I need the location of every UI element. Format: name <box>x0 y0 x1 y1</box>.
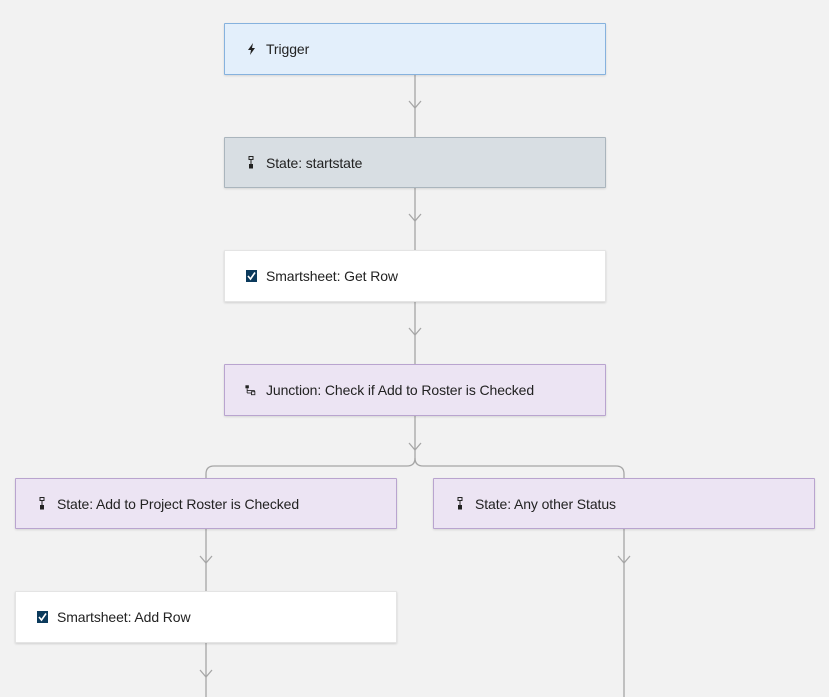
arrow-head-icon <box>617 555 631 564</box>
state-node-any-other-status[interactable]: State: Any other Status <box>433 478 815 529</box>
state-node-roster-checked[interactable]: State: Add to Project Roster is Checked <box>15 478 397 529</box>
state-node-label: State: Add to Project Roster is Checked <box>57 495 300 512</box>
state-node-startstate[interactable]: State: startstate <box>224 137 606 188</box>
action-node-label: Smartsheet: Add Row <box>57 609 191 625</box>
smartsheet-icon <box>245 269 257 283</box>
action-node-get-row[interactable]: Smartsheet: Get Row <box>224 250 606 302</box>
arrow-head-icon <box>199 555 213 564</box>
lightning-icon <box>245 42 257 56</box>
connector-branch-right <box>414 457 625 478</box>
junction-icon <box>245 383 257 397</box>
action-node-label: Smartsheet: Get Row <box>266 268 398 284</box>
junction-node-label: Junction: Check if Add to Roster is Chec… <box>266 382 535 398</box>
state-icon <box>245 156 257 170</box>
state-node-label: State: startstate <box>266 154 363 171</box>
smartsheet-icon <box>36 610 48 624</box>
arrow-head-icon <box>408 442 422 451</box>
arrow-head-icon <box>199 669 213 678</box>
state-icon <box>36 497 48 511</box>
junction-node[interactable]: Junction: Check if Add to Roster is Chec… <box>224 364 606 416</box>
trigger-node[interactable]: Trigger <box>224 23 606 75</box>
action-node-add-row[interactable]: Smartsheet: Add Row <box>15 591 397 643</box>
arrow-head-icon <box>408 100 422 109</box>
state-icon <box>454 497 466 511</box>
state-node-label: State: Any other Status <box>475 495 616 512</box>
connector-branch-left <box>205 457 416 478</box>
trigger-node-label: Trigger <box>266 41 310 57</box>
arrow-head-icon <box>408 213 422 222</box>
arrow-head-icon <box>408 327 422 336</box>
